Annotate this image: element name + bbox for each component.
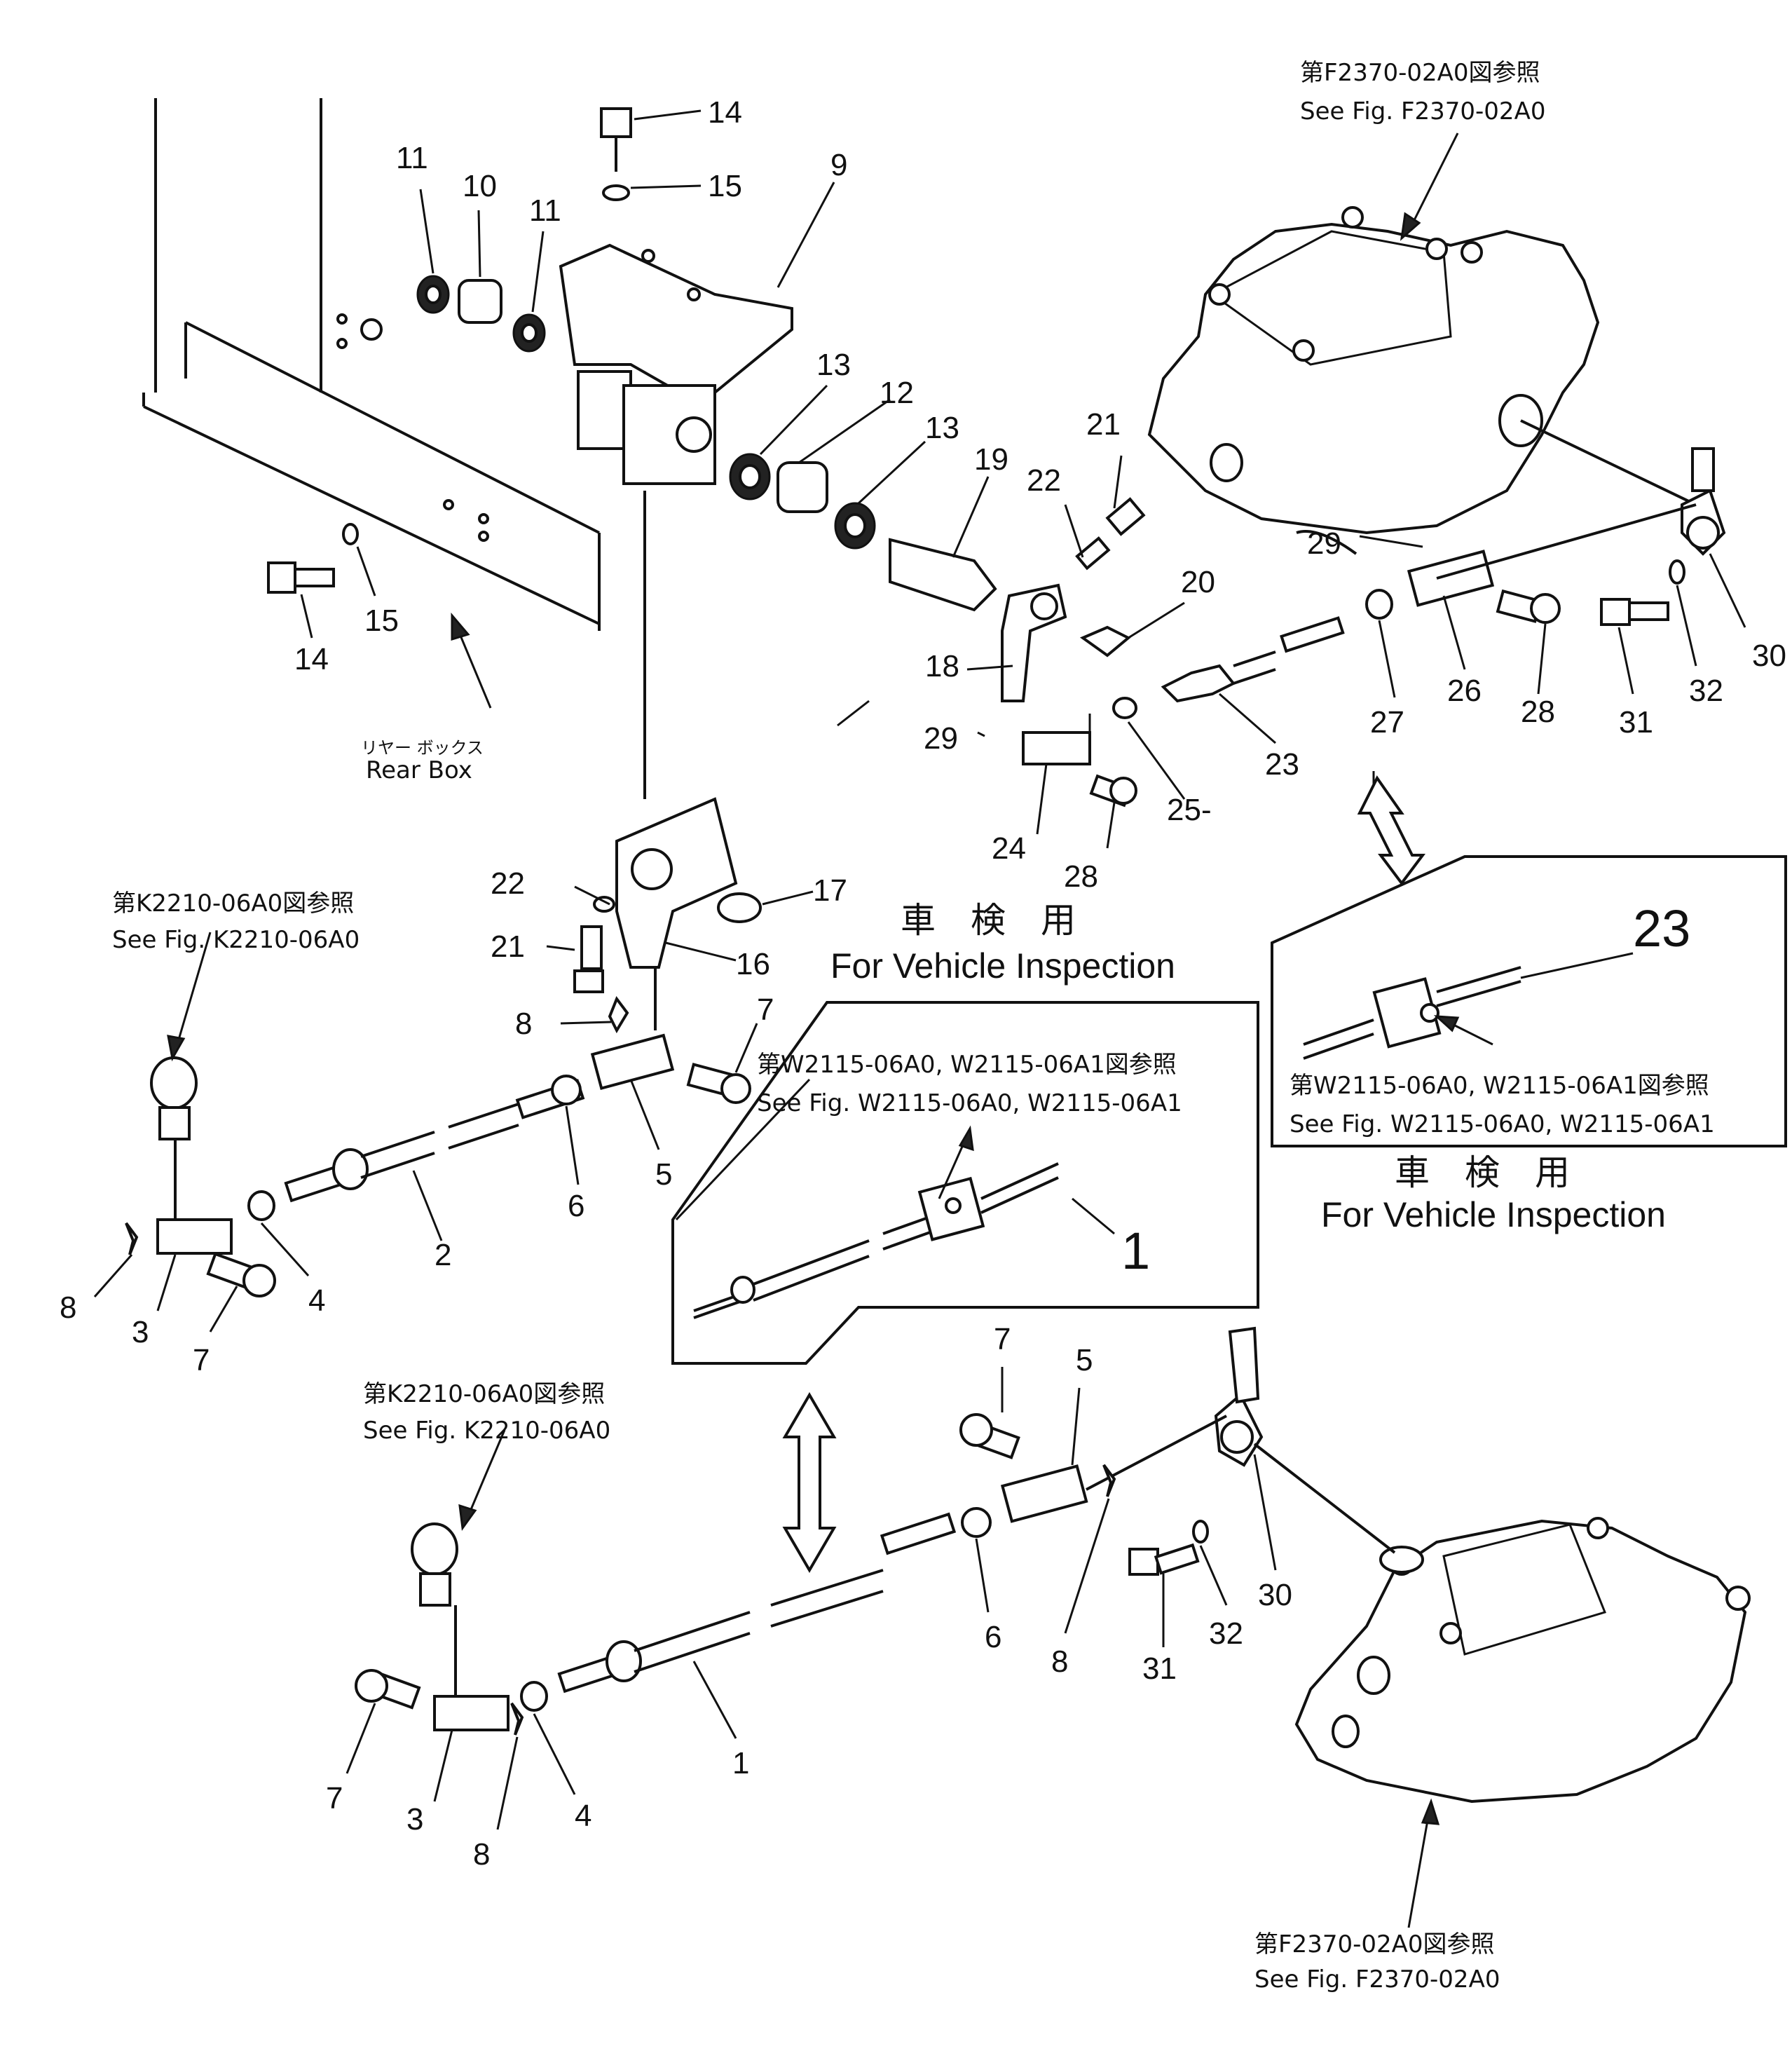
part-label: 7 <box>193 1343 210 1377</box>
part-label: 11 <box>396 141 428 175</box>
double-arrow-right <box>1357 775 1425 886</box>
inset-left-ref-en: See Fig. W2115-06A0, W2115-06A1 <box>757 1089 1182 1117</box>
bolts-14-15 <box>267 107 632 594</box>
part-label: 14 <box>708 95 742 130</box>
rear-box-en: Rear Box <box>366 756 472 784</box>
part-label: 8 <box>515 1007 532 1041</box>
part-label: 15 <box>364 604 399 638</box>
inset-left-ref-jp: 第W2115-06A0, W2115-06A1図参照 <box>757 1051 1177 1079</box>
inset-right-ref-jp: 第W2115-06A0, W2115-06A1図参照 <box>1290 1072 1709 1100</box>
part-label: 29 <box>1307 526 1341 561</box>
part-label: 22 <box>1027 463 1061 498</box>
part-label: 27 <box>1370 705 1404 740</box>
inset-left-part-number: 1 <box>1121 1222 1150 1280</box>
rod-assembly-left <box>125 995 751 1297</box>
part-label: 7 <box>326 1781 343 1815</box>
transmission-lower <box>1253 1443 1751 1804</box>
part-label: 18 <box>925 649 959 683</box>
inset-left-box <box>671 1001 1259 1365</box>
rear-box-frame <box>142 98 601 631</box>
part-label: 15 <box>708 169 742 203</box>
inset-left-text: 車 検 用 For Vehicle Inspection 第W2115-06A0… <box>757 901 1182 1280</box>
bracket-9 <box>559 243 793 485</box>
part-label: 22 <box>491 866 525 901</box>
inset-right-box <box>1271 855 1787 1147</box>
part-label: 20 <box>1181 565 1215 599</box>
part-label: 4 <box>308 1283 325 1318</box>
part-label: 10 <box>463 169 497 203</box>
part-label: 13 <box>925 411 959 445</box>
leader-lines <box>93 109 1746 1830</box>
part-label: 6 <box>985 1620 1001 1654</box>
part-label: 17 <box>813 873 847 908</box>
part-label: 30 <box>1258 1578 1292 1612</box>
part-label: 21 <box>1086 407 1121 442</box>
part-label: 12 <box>880 376 914 410</box>
part-label: 31 <box>1142 1651 1177 1686</box>
ref-bottom-left-jp: 第K2210-06A0図参照 <box>363 1380 605 1408</box>
ref-left-jp: 第K2210-06A0図参照 <box>112 890 354 918</box>
part-label: 26 <box>1447 674 1482 708</box>
part-label: 3 <box>406 1802 423 1837</box>
rear-box-jp: リヤー ボックス <box>361 738 484 758</box>
ref-bottom-right-jp: 第F2370-02A0図参照 <box>1254 1930 1495 1958</box>
ref-bottom-right-en: See Fig. F2370-02A0 <box>1254 1965 1500 1994</box>
part-label: 1 <box>732 1746 749 1780</box>
part-label: 8 <box>473 1837 490 1872</box>
part-label: 3 <box>132 1315 149 1349</box>
part-label: 19 <box>974 442 1008 477</box>
part-label: 28 <box>1521 695 1555 729</box>
ref-left-en: See Fig. K2210-06A0 <box>112 926 360 954</box>
part-label: 32 <box>1209 1616 1243 1651</box>
inset-left-title-jp: 車 検 用 <box>901 901 1076 940</box>
part-label: 8 <box>60 1290 76 1325</box>
part-label: 14 <box>294 642 329 676</box>
part-label: 13 <box>816 348 851 382</box>
inset-right-title-jp: 車 検 用 <box>1395 1153 1570 1192</box>
part-label: 8 <box>1051 1644 1068 1679</box>
part-label: 16 <box>736 947 770 981</box>
ref-bottom-left-en: See Fig. K2210-06A0 <box>363 1417 610 1445</box>
upper-linkage <box>1001 447 1726 808</box>
part-label: 7 <box>757 993 774 1027</box>
reference-arrows <box>167 132 1493 1928</box>
transmission-upper <box>1147 206 1697 535</box>
inset-right-ref-en: See Fig. W2115-06A0, W2115-06A1 <box>1290 1110 1715 1138</box>
inset-left-title-en: For Vehicle Inspection <box>830 946 1175 986</box>
part-label: 21 <box>491 929 525 964</box>
part-label: 30 <box>1752 639 1786 673</box>
double-arrow-center <box>782 1392 837 1573</box>
inset-right-title-en: For Vehicle Inspection <box>1321 1195 1666 1234</box>
part-label: 32 <box>1689 674 1723 708</box>
part-label: 24 <box>992 831 1026 866</box>
part-label: 29 <box>924 721 958 756</box>
part-label: 25- <box>1167 793 1212 827</box>
rod-assembly-lower <box>355 1326 1264 1736</box>
part-label: 23 <box>1265 747 1299 782</box>
ref-top-right-jp: 第F2370-02A0図参照 <box>1300 59 1540 87</box>
reference-captions: 第F2370-02A0図参照 See Fig. F2370-02A0 第K221… <box>112 59 1545 1994</box>
part-label: 9 <box>830 148 847 182</box>
bearing-set-upper <box>416 275 997 799</box>
inset-right-text: 23 第W2115-06A0, W2115-06A1図参照 See Fig. W… <box>1290 899 1715 1234</box>
part-label: 5 <box>655 1157 672 1192</box>
part-label: 7 <box>994 1322 1011 1356</box>
part-label: 2 <box>435 1238 451 1272</box>
part-number-labels: 14 15 9 11 10 11 15 14 13 12 13 19 22 21… <box>60 95 1786 1872</box>
lever-16 <box>573 797 762 1030</box>
part-label: 11 <box>529 193 561 228</box>
inset-right-part-number: 23 <box>1633 899 1690 958</box>
part-label: 6 <box>568 1189 584 1223</box>
part-label: 5 <box>1076 1343 1093 1377</box>
part-label: 4 <box>575 1799 591 1833</box>
part-label: 31 <box>1619 705 1653 740</box>
part-label: 28 <box>1064 859 1098 894</box>
ref-top-right-en: See Fig. F2370-02A0 <box>1300 97 1545 125</box>
